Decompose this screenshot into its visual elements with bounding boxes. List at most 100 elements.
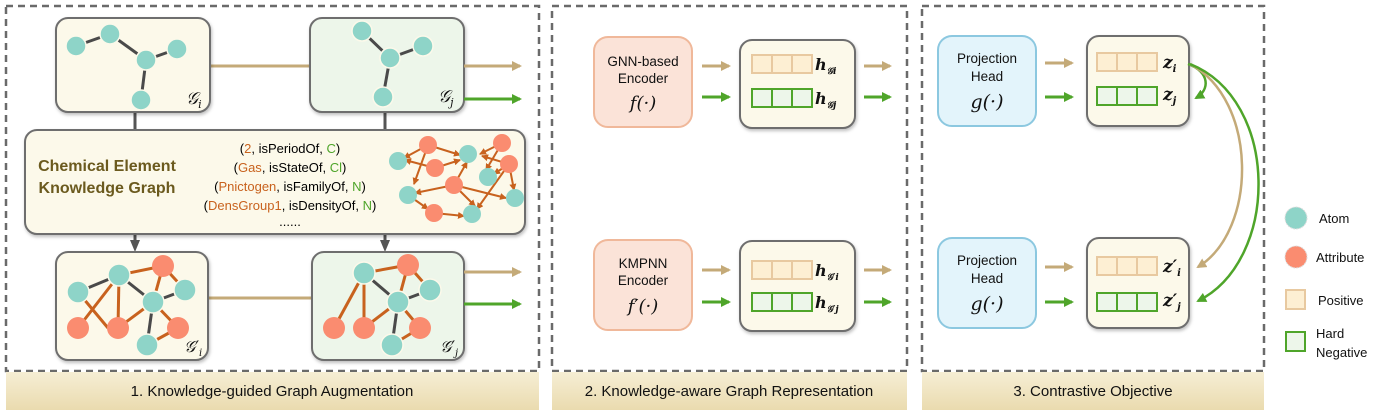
attribute-node [323, 317, 345, 339]
legend-positive-label: Positive [1318, 293, 1364, 308]
svg-text:KMPNN: KMPNN [619, 256, 668, 271]
atom-node [380, 333, 404, 357]
panel-3-frame [920, 4, 1266, 373]
graph-j-aug-label: 𝒢′j [440, 337, 458, 359]
atom-node [141, 290, 165, 314]
svg-text:Head: Head [971, 271, 1003, 286]
kg-title-line2: Knowledge Graph [39, 180, 176, 197]
atom-node [99, 23, 121, 45]
legend-hard-negative-label-1: Hard [1316, 326, 1344, 341]
graph-i-aug-label: 𝒢′i [184, 337, 202, 359]
panel-1-label-bg [6, 372, 539, 410]
svg-text:Head: Head [971, 69, 1003, 84]
h-j-label: h𝒢j [815, 89, 837, 111]
panel-2-title: 2. Knowledge-aware Graph Representation [585, 383, 874, 400]
kg-triple: (DensGroup1, isDensityOf, N) [204, 198, 377, 213]
attribute-node [353, 317, 375, 339]
attribute-node [500, 155, 518, 173]
attribute-node [397, 254, 419, 276]
attribute-node [152, 255, 174, 277]
panel-3-label-bg [922, 372, 1264, 410]
attribute-node [67, 317, 89, 339]
legend-attribute-icon [1284, 245, 1308, 269]
attribute-node [167, 317, 189, 339]
atom-node [506, 189, 524, 207]
graph-j-aug-card: 𝒢′j [311, 251, 465, 361]
graph-i-atoms [65, 23, 188, 111]
attribute-node [425, 204, 443, 222]
graph-j-card: 𝒢j [309, 17, 465, 113]
graph-i-card: 𝒢i [55, 17, 211, 113]
graph-j-label: 𝒢j [438, 87, 454, 109]
projection-head-1: Projection Head g(·) [937, 35, 1037, 127]
atom-node [479, 168, 497, 186]
panel-1-title: 1. Knowledge-guided Graph Augmentation [131, 383, 414, 400]
atom-node [107, 263, 131, 287]
legend-atom-icon [1284, 206, 1308, 230]
z-card-2: z′i z′j [1086, 237, 1190, 329]
attribute-node [426, 159, 444, 177]
hard-negative-arc-long [1189, 62, 1260, 303]
negative-vector [751, 88, 813, 108]
svg-text:g(·): g(·) [970, 91, 1003, 113]
gnn-encoder-box: GNN-based Encoder f(·) [593, 36, 693, 128]
svg-text:Encoder: Encoder [618, 273, 669, 288]
z-j-label: zj [1162, 85, 1177, 107]
projection-head-2: Projection Head g(·) [937, 237, 1037, 329]
z-i-label: zi [1162, 53, 1177, 75]
legend-hard-negative-label-2: Negative [1316, 345, 1367, 360]
panel-3-title: 3. Contrastive Objective [1013, 383, 1172, 400]
legend-hard-negative-icon [1285, 331, 1306, 352]
panel-2-label-bg [552, 372, 907, 410]
kg-triple: (2, isPeriodOf, C) [240, 141, 340, 156]
atom-node [418, 278, 442, 302]
h-j-aug-label: h𝒢′j [815, 293, 839, 315]
svg-text:Encoder: Encoder [618, 71, 669, 86]
z-j-aug-label: z′j [1162, 291, 1181, 313]
positive-arc [1189, 62, 1244, 269]
embedding-card-2: h𝒢′i h𝒢′j [739, 240, 856, 332]
atom-node [372, 86, 394, 108]
atom-node [173, 278, 197, 302]
embedding-card-1: h𝒢i h𝒢j [739, 39, 856, 129]
atom-node [135, 49, 157, 71]
kg-triple: (Gas, isStateOf, Cl) [234, 160, 347, 175]
svg-text:GNN-based: GNN-based [607, 54, 678, 69]
svg-text:g(·): g(·) [970, 293, 1003, 315]
h-i-label: h𝒢i [815, 55, 837, 77]
atom-node [135, 333, 159, 357]
svg-text:f(·): f(·) [628, 93, 656, 114]
graph-i-label: 𝒢i [186, 89, 202, 111]
attribute-node [493, 134, 511, 152]
kmpnn-encoder-box: KMPNN Encoder f′(·) [593, 239, 693, 331]
attribute-node [409, 317, 431, 339]
knowledge-graph-card: Chemical Element Knowledge Graph (2, isP… [24, 129, 526, 235]
atom-node [389, 152, 407, 170]
atom-node [459, 145, 477, 163]
svg-text:f′(·): f′(·) [626, 296, 659, 317]
attribute-node [419, 136, 437, 154]
kg-triples: (2, isPeriodOf, C) (Gas, isStateOf, Cl) … [204, 141, 377, 229]
z-card-1: zi zj [1086, 35, 1190, 127]
panel-1-frame [4, 4, 541, 373]
atom-node [66, 280, 90, 304]
graph-i-aug-card: 𝒢′i [55, 251, 209, 361]
positive-vector [751, 54, 813, 74]
svg-text:Projection: Projection [957, 253, 1017, 268]
legend-attribute-label: Attribute [1316, 250, 1364, 265]
atom-node [65, 35, 87, 57]
atom-node [399, 186, 417, 204]
atom-node [386, 290, 410, 314]
z-i-aug-label: z′i [1162, 257, 1181, 279]
attribute-node [107, 317, 129, 339]
atom-node [351, 20, 373, 42]
svg-text:Projection: Projection [957, 51, 1017, 66]
atom-node [463, 205, 481, 223]
atom-node [352, 261, 376, 285]
attribute-node [445, 176, 463, 194]
kg-title-line1: Chemical Element [38, 158, 177, 175]
legend-positive-icon [1285, 289, 1306, 310]
legend-atom-label: Atom [1319, 211, 1349, 226]
h-i-aug-label: h𝒢′i [815, 261, 839, 283]
